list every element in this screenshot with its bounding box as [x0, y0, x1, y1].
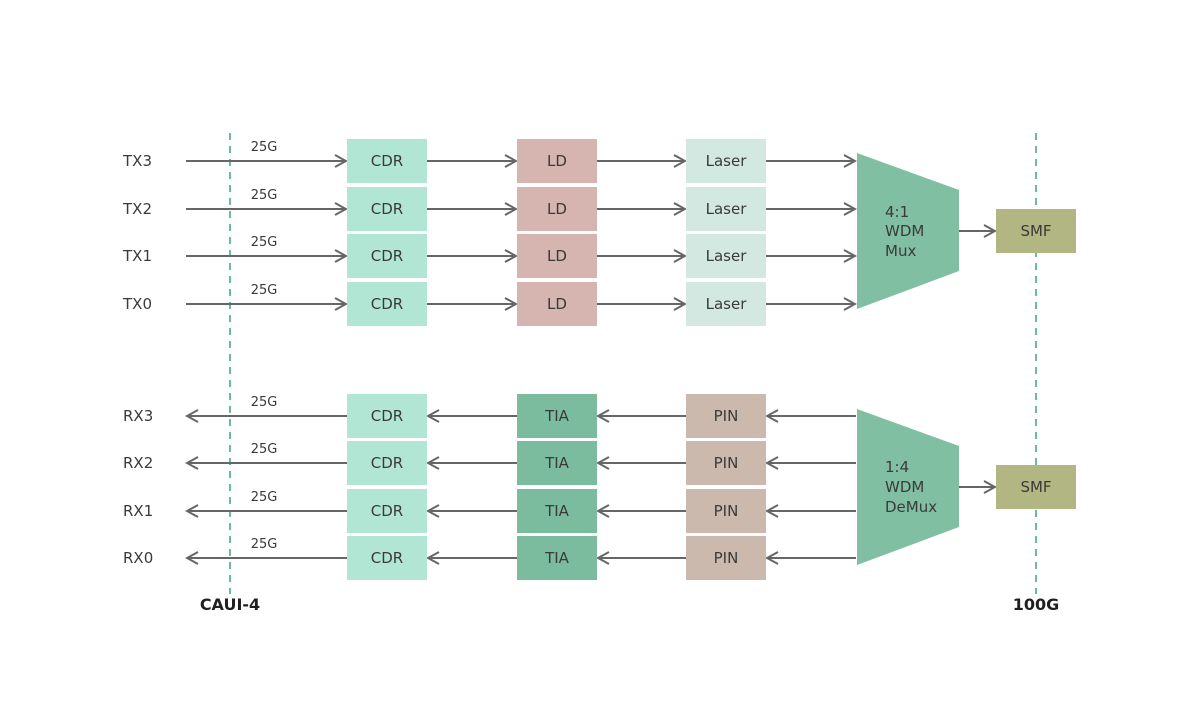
- tia-block: [517, 441, 597, 485]
- rx-smf-label: SMF: [1020, 478, 1051, 496]
- demux-type-label: DeMux: [885, 498, 937, 516]
- lane-label-tx3: TX3: [122, 152, 152, 170]
- rate-label: 25G: [251, 188, 278, 203]
- cdr-label: CDR: [371, 152, 403, 170]
- cdr-label: CDR: [371, 247, 403, 265]
- rate-label: 25G: [251, 490, 278, 505]
- laser-label: Laser: [706, 200, 748, 218]
- rate-label: 25G: [251, 140, 278, 155]
- cdr-block: [347, 187, 427, 231]
- ld-label: LD: [547, 295, 567, 313]
- laser-block: [686, 282, 766, 326]
- ld-block: [517, 187, 597, 231]
- tia-block: [517, 394, 597, 438]
- cdr-block: [347, 282, 427, 326]
- cdr-block: [347, 234, 427, 278]
- wdm-demux: [857, 409, 959, 565]
- rx-section: RX3 25G CDR TIA PIN RX2 25G CDR TIA PIN RX1 25G CDR T…: [123, 394, 856, 580]
- pin-label: PIN: [714, 454, 739, 472]
- tia-label: TIA: [544, 407, 570, 425]
- ld-block: [517, 282, 597, 326]
- tia-label: TIA: [544, 502, 570, 520]
- lane-label-tx1: TX1: [122, 247, 152, 265]
- pin-block: [686, 489, 766, 533]
- tia-label: TIA: [544, 549, 570, 567]
- tia-label: TIA: [544, 454, 570, 472]
- laser-label: Laser: [706, 152, 748, 170]
- cdr-label: CDR: [371, 454, 403, 472]
- laser-label: Laser: [706, 247, 748, 265]
- rx-smf-block: [996, 465, 1076, 509]
- lane-label-tx0: TX0: [122, 295, 152, 313]
- laser-block: [686, 187, 766, 231]
- tia-block: [517, 536, 597, 580]
- pin-block: [686, 536, 766, 580]
- laser-block: [686, 234, 766, 278]
- cdr-label: CDR: [371, 295, 403, 313]
- cdr-block: [347, 394, 427, 438]
- pin-label: PIN: [714, 502, 739, 520]
- rate-label: 25G: [251, 442, 278, 457]
- lane-label-rx2: RX2: [123, 454, 153, 472]
- ld-block: [517, 234, 597, 278]
- rate-label: 25G: [251, 395, 278, 410]
- lane-label-rx1: RX1: [123, 502, 153, 520]
- rate-100g-label: 100G: [1013, 595, 1060, 614]
- cdr-label: CDR: [371, 407, 403, 425]
- rate-label: 25G: [251, 537, 278, 552]
- cdr-label: CDR: [371, 549, 403, 567]
- laser-label: Laser: [706, 295, 748, 313]
- wdm-mux: [857, 153, 959, 309]
- rate-label: 25G: [251, 283, 278, 298]
- demux-wdm-label: WDM: [885, 478, 924, 496]
- tx-smf-label: SMF: [1020, 222, 1051, 240]
- mux-ratio-label: 4:1: [885, 203, 909, 221]
- mux-type-label: Mux: [885, 242, 916, 260]
- rate-label: 25G: [251, 235, 278, 250]
- cdr-label: CDR: [371, 200, 403, 218]
- lane-label-rx3: RX3: [123, 407, 153, 425]
- cdr-block: [347, 139, 427, 183]
- pin-block: [686, 441, 766, 485]
- ld-label: LD: [547, 200, 567, 218]
- tx-smf-block: [996, 209, 1076, 253]
- laser-block: [686, 139, 766, 183]
- pin-block: [686, 394, 766, 438]
- lane-label-tx2: TX2: [122, 200, 152, 218]
- tia-block: [517, 489, 597, 533]
- pin-label: PIN: [714, 549, 739, 567]
- mux-wdm-label: WDM: [885, 222, 924, 240]
- pin-label: PIN: [714, 407, 739, 425]
- cdr-block: [347, 441, 427, 485]
- ld-label: LD: [547, 247, 567, 265]
- ld-block: [517, 139, 597, 183]
- demux-ratio-label: 1:4: [885, 458, 909, 476]
- ld-label: LD: [547, 152, 567, 170]
- cdr-block: [347, 536, 427, 580]
- cdr-block: [347, 489, 427, 533]
- lane-label-rx0: RX0: [123, 549, 153, 567]
- cdr-label: CDR: [371, 502, 403, 520]
- caui-4-label: CAUI-4: [200, 595, 260, 614]
